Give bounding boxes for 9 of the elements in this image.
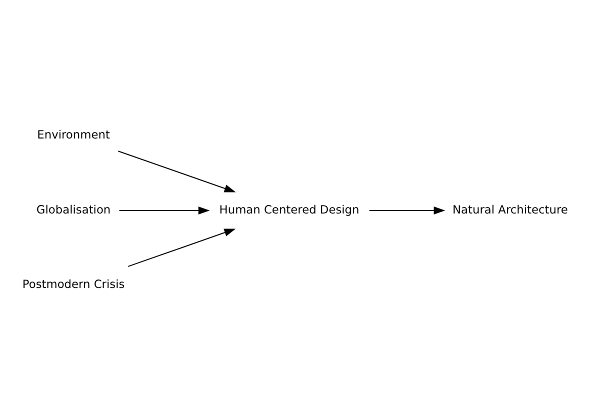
node-text: Natural Architecture: [452, 202, 568, 216]
arrow: [119, 206, 210, 214]
node-text: Postmodern Crisis: [22, 276, 125, 291]
arrow: [369, 206, 446, 214]
node-text: Human Centered Design: [219, 202, 360, 216]
node-text: Environment: [37, 127, 110, 142]
node-text: Globalisation: [36, 202, 111, 216]
arrow: [118, 150, 236, 192]
arrow: [128, 228, 236, 266]
